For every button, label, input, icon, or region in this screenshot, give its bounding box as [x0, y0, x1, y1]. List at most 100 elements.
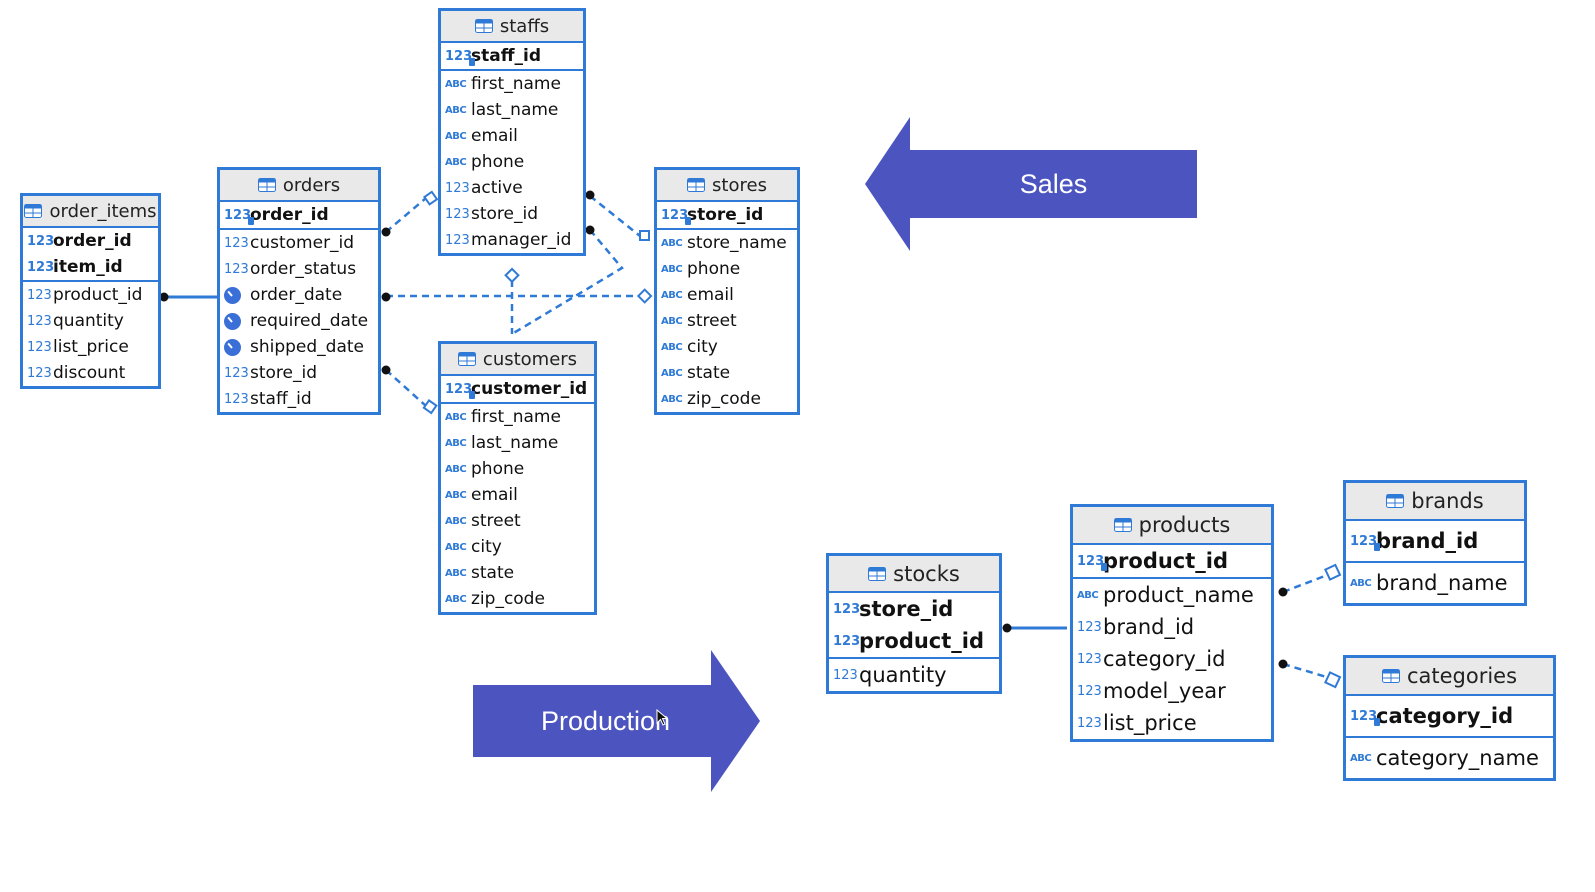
number-type-icon: 123 [27, 313, 52, 329]
column-row[interactable]: order_date [220, 282, 378, 308]
text-type-icon: ABC [1077, 589, 1099, 601]
column-row[interactable]: shipped_date [220, 334, 378, 360]
column-name: order_id [53, 231, 132, 251]
table-icon [687, 178, 706, 192]
mouse-cursor-icon [656, 709, 668, 726]
number-type-icon: 123 [224, 391, 249, 407]
column-name: last_name [471, 100, 559, 120]
production-label: Production [540, 705, 671, 736]
column-name: category_name [1376, 746, 1539, 770]
table-header[interactable]: order_items [23, 196, 158, 228]
table-header[interactable]: brands [1346, 483, 1524, 521]
table-name: stocks [893, 561, 960, 586]
table-name: stores [712, 174, 767, 196]
number-type-icon: 123 [445, 206, 470, 222]
table-header[interactable]: stocks [829, 556, 999, 593]
column-row[interactable]: required_date [220, 308, 378, 334]
column-name: zip_code [471, 589, 545, 609]
column-name: order_id [250, 205, 329, 225]
column-name: quantity [859, 663, 947, 687]
number-type-icon: 123 [1077, 715, 1102, 731]
table-name: products [1138, 513, 1231, 537]
table-name: brands [1411, 489, 1484, 513]
text-type-icon: ABC [445, 515, 467, 527]
table-header[interactable]: staffs [441, 11, 583, 43]
text-type-icon: ABC [445, 156, 467, 168]
table-name: orders [282, 174, 341, 196]
text-type-icon: ABC [445, 78, 467, 90]
column-name: email [471, 485, 518, 505]
table-header[interactable]: customers [441, 344, 594, 376]
table-icon [868, 566, 887, 581]
table-header[interactable]: products [1073, 507, 1271, 545]
table-header[interactable]: orders [220, 170, 378, 202]
table-header[interactable]: stores [657, 170, 797, 202]
table-header[interactable]: categories [1346, 658, 1553, 696]
sales-label: Sales [1019, 168, 1088, 199]
primary-key-number-icon: 123 [1350, 533, 1381, 551]
